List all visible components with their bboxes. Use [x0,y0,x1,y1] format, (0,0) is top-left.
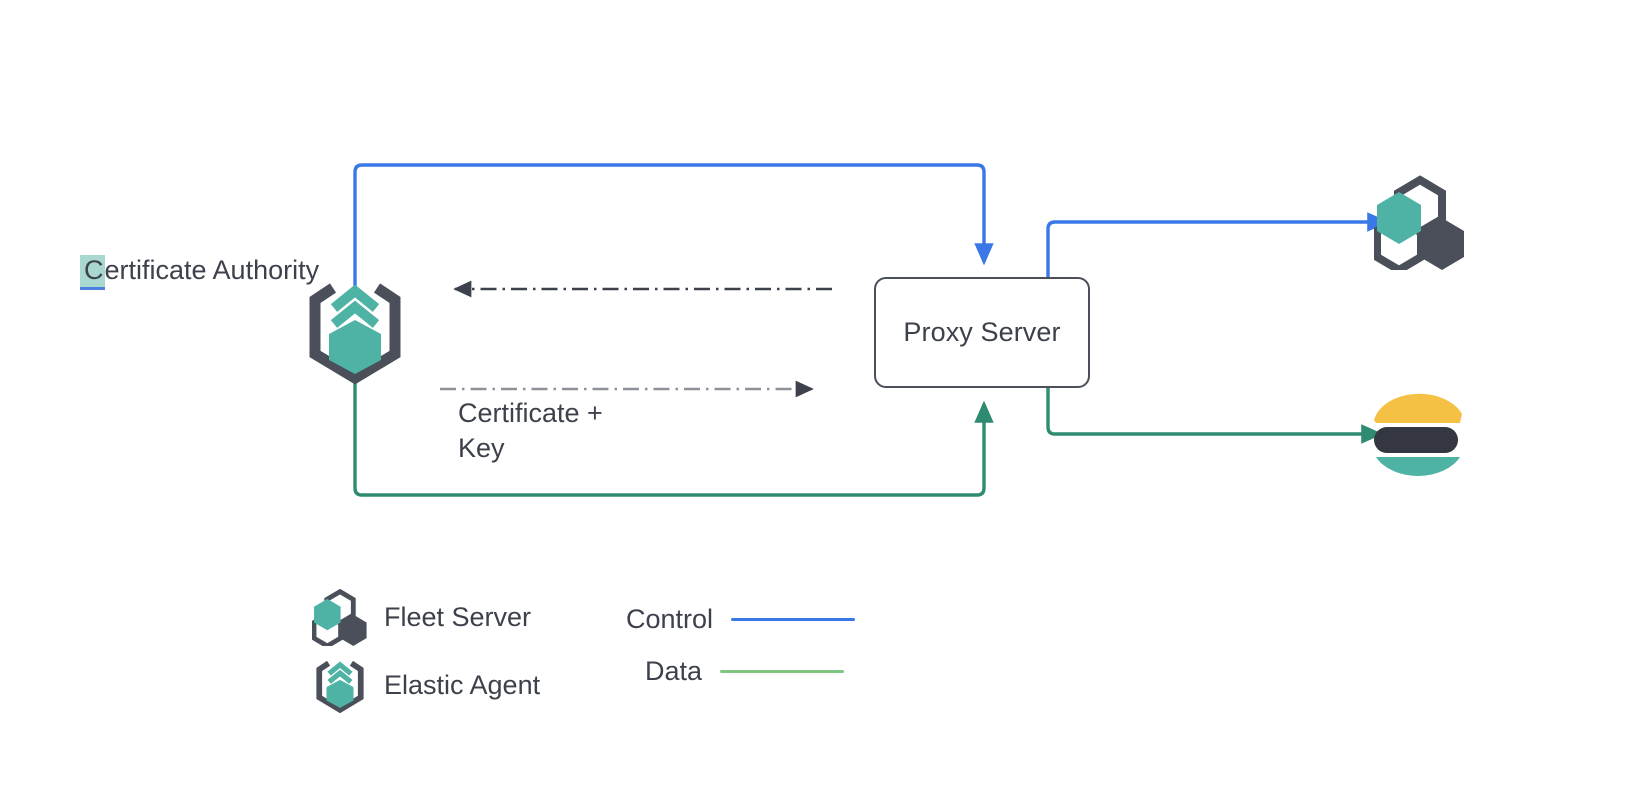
edge-agent-to-proxy-control [353,163,994,292]
legend-fleet-server-icon-cell [310,588,370,646]
elastic-agent-icon [316,660,364,713]
legend-item-data: Data [645,656,845,687]
certificate-key-line-1: Certificate + [458,398,603,428]
edge-proxy-to-fleet-control [1046,212,1390,278]
node-certificate-authority[interactable] [303,276,407,385]
legend-label-fleet-server: Fleet Server [384,601,532,632]
fleet-server-icon [1373,175,1464,275]
legend-label-elastic-agent: Elastic Agent [384,669,541,700]
legend-label-data: Data [645,656,703,686]
proxy-server-label: Proxy Server [903,317,1061,347]
certificate-authority-label-text: ertificate Authority [104,255,320,285]
legend-swatch-control [731,618,856,621]
node-proxy-server[interactable]: Proxy Server [874,277,1090,388]
node-fleet-server[interactable] [1373,174,1466,275]
fleet-server-icon [312,588,367,646]
certificate-authority-selection-highlight: C [80,255,105,290]
certificate-authority-label: Certificate Authority [80,252,320,290]
elasticsearch-icon [1374,393,1462,476]
legend-swatch-data [720,670,845,673]
edge-agent-to-proxy-data [353,378,994,497]
legend-item-control: Control [626,604,856,635]
elastic-agent-icon [309,283,401,385]
edge-proxy-to-elasticsearch-data [1046,388,1384,444]
certificate-key-line-2: Key [458,433,505,463]
legend-item-fleet-server: Fleet Server [310,588,531,646]
legend-label-control: Control [626,604,714,634]
node-elasticsearch[interactable] [1368,386,1468,482]
legend-item-elastic-agent: Elastic Agent [310,656,540,714]
certificate-key-edge-label: Certificate + Key [458,396,678,466]
legend-elastic-agent-icon-cell [310,656,370,714]
